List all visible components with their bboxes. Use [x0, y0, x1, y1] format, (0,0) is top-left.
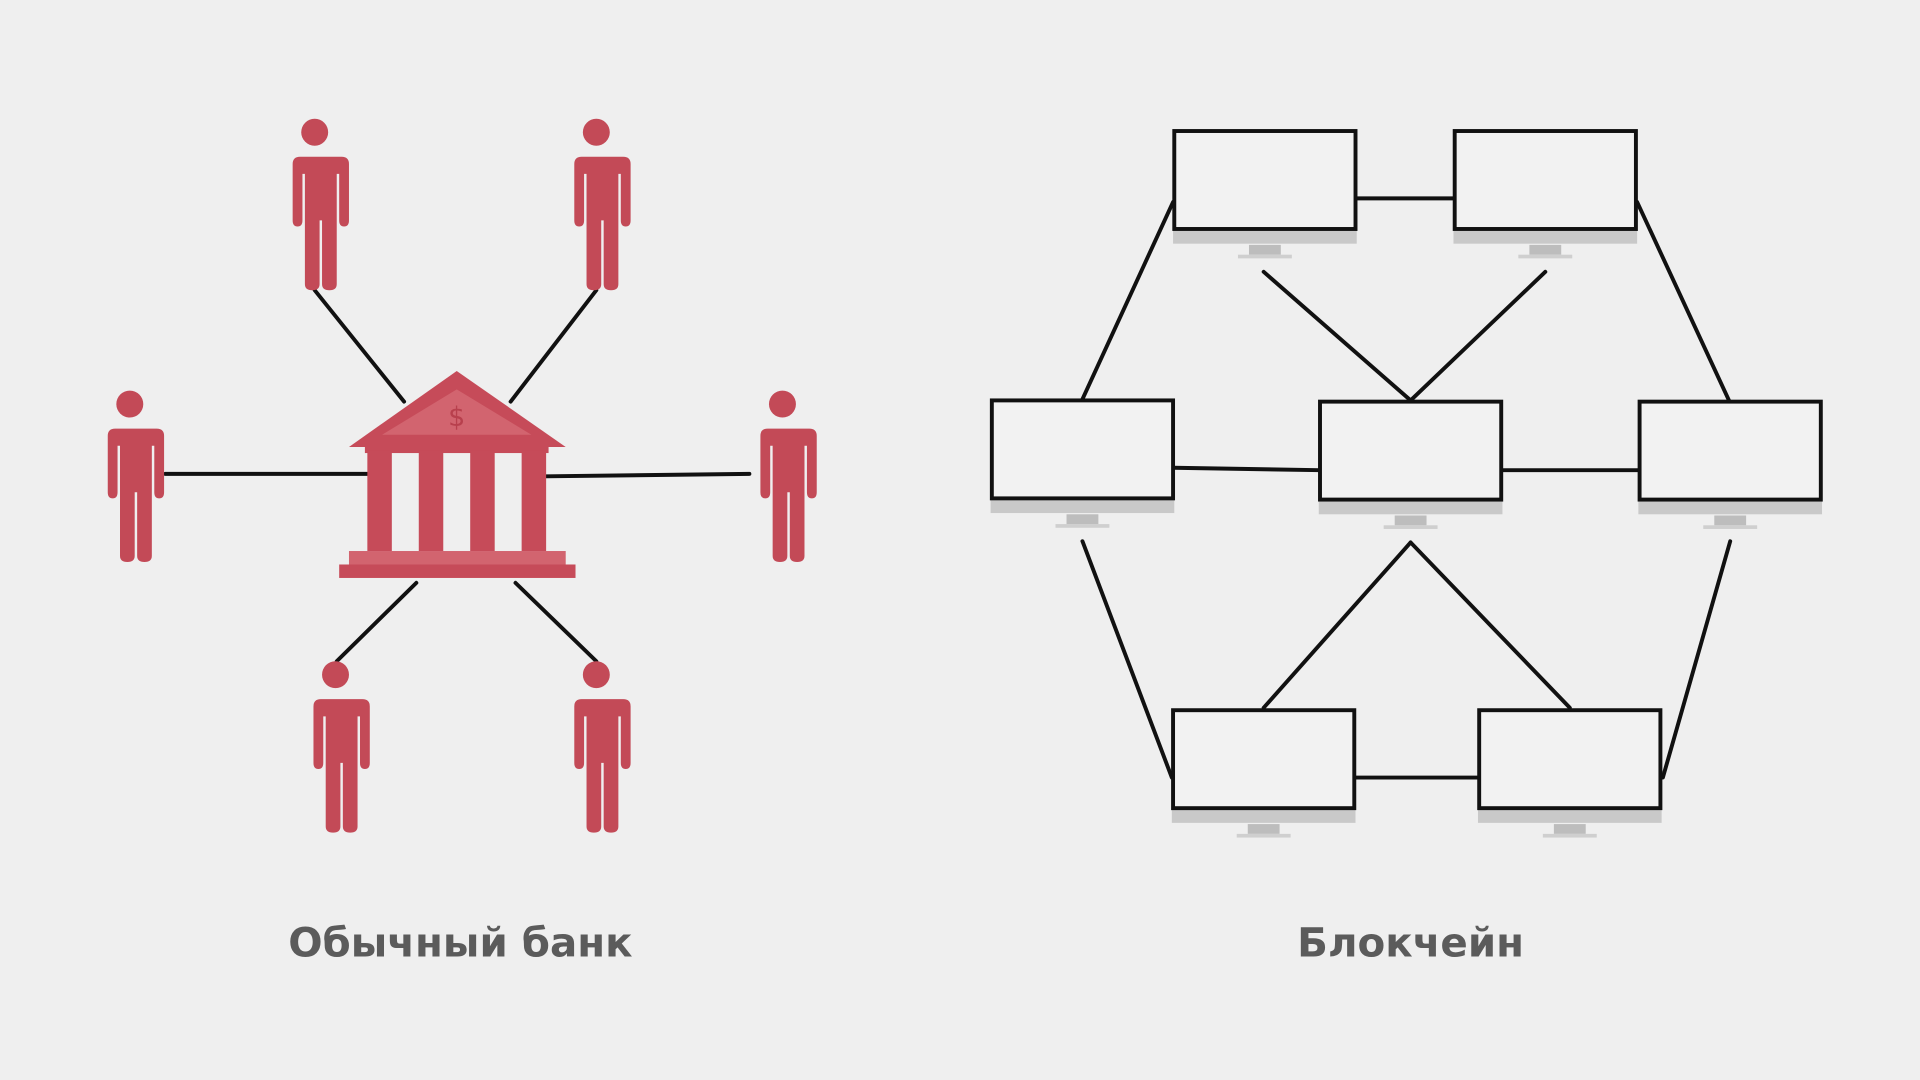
monitor-screen: [1477, 708, 1663, 811]
connection-line: [1261, 540, 1413, 710]
monitor-foot: [1703, 525, 1758, 529]
person-icon: [287, 118, 349, 291]
person-icon: [569, 118, 631, 291]
monitor-chin: [990, 498, 1175, 514]
connection-line: [1261, 269, 1413, 403]
monitor-chin: [1171, 808, 1356, 823]
computer-monitor-icon: [1172, 129, 1358, 259]
monitor-foot: [1518, 254, 1573, 259]
connection-line: [508, 288, 599, 404]
connection-line: [513, 580, 599, 664]
monitor-chin: [1638, 499, 1823, 515]
monitor-stand: [1714, 515, 1747, 526]
monitor-foot: [1236, 833, 1291, 838]
monitor-stand: [1394, 515, 1427, 526]
person-icon: [755, 390, 817, 563]
dollar-sign: $: [448, 402, 465, 433]
monitor-screen: [1172, 129, 1358, 231]
person-icon: [308, 661, 370, 833]
computer-monitor-icon: [1318, 399, 1504, 529]
monitor-foot: [1237, 254, 1292, 259]
person-icon: [102, 390, 165, 563]
connection-line: [1080, 200, 1176, 402]
computer-monitor-icon: [1452, 129, 1638, 259]
connection-line: [1408, 269, 1548, 403]
monitor-screen: [1637, 399, 1823, 502]
monitor-stand: [1529, 244, 1562, 255]
connection-line: [1080, 539, 1174, 780]
bank-column: [367, 450, 392, 552]
connection-line: [1660, 539, 1733, 780]
connection-line: [1171, 465, 1322, 473]
connection-line: [544, 471, 752, 479]
monitor-stand: [1247, 824, 1280, 834]
monitor-foot: [1542, 833, 1597, 838]
bank-column: [521, 450, 547, 552]
computer-monitor-icon: [1477, 708, 1663, 838]
monitor-chin: [1453, 228, 1638, 244]
connection-line: [1635, 200, 1731, 403]
person-icon: [569, 661, 631, 833]
monitor-chin: [1477, 808, 1662, 823]
monitor-screen: [989, 398, 1176, 501]
bank-pediment: [382, 389, 532, 435]
monitor-screen: [1318, 399, 1504, 502]
computer-monitor-icon: [1171, 708, 1357, 838]
bank-column: [470, 450, 495, 552]
monitor-chin: [1173, 228, 1357, 244]
bank-base: [339, 564, 576, 578]
computer-monitor-icon: [989, 398, 1176, 528]
computers: [989, 129, 1823, 838]
monitor-stand: [1066, 514, 1099, 525]
monitor-screen: [1171, 708, 1357, 811]
monitor-foot: [1055, 524, 1110, 528]
connection-lines: [163, 196, 1733, 780]
people: [102, 118, 817, 833]
monitor-screen: [1452, 129, 1638, 231]
connection-line: [334, 580, 419, 664]
monitor-chin: [1318, 499, 1503, 515]
bank-label: Обычный банк: [288, 918, 632, 966]
computer-monitor-icon: [1637, 399, 1823, 529]
monitor-stand: [1553, 824, 1586, 834]
bank-icon: $: [339, 371, 576, 578]
bank-step: [348, 551, 566, 566]
bank-column: [418, 450, 444, 552]
monitor-foot: [1383, 525, 1438, 529]
connection-line: [312, 288, 407, 404]
blockchain-label: Блокчейн: [1297, 918, 1524, 966]
bank-beam: [364, 445, 549, 454]
monitor-stand: [1248, 244, 1281, 255]
connection-line: [1408, 540, 1572, 710]
